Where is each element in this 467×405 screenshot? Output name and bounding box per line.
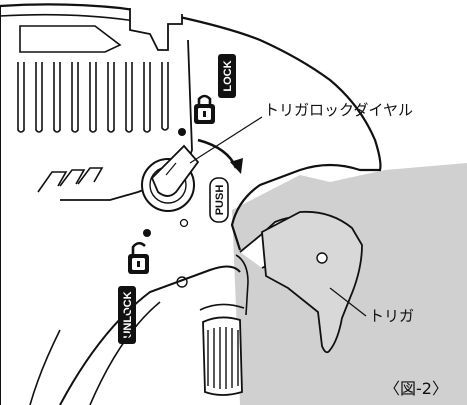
dial-callout-label: トリガロックダイヤル	[264, 101, 413, 119]
handle-body	[59, 265, 241, 405]
top-hook	[129, 8, 183, 51]
trigger	[261, 210, 363, 354]
top-rim	[0, 13, 151, 25]
handle-front-curve	[89, 301, 161, 405]
push-badge-text: PUSH	[214, 185, 226, 216]
lock-badge: LOCK	[218, 54, 236, 98]
unlock-badge: UNLOCK	[118, 286, 136, 344]
trigger-hole	[316, 252, 328, 264]
lock-position-dot	[178, 128, 186, 136]
padlock-open-icon	[128, 241, 149, 274]
trigger-lock-dial	[141, 144, 200, 212]
lower-vent-stubs	[37, 167, 104, 193]
figure-caption: 〈図-2〉	[384, 379, 448, 398]
trigger-callout-label: トリガ	[369, 307, 415, 325]
trigger-callout-leader	[329, 287, 367, 317]
vent-slots	[17, 62, 169, 133]
top-panel	[19, 25, 122, 53]
unlock-position-dot	[143, 229, 151, 237]
unlock-badge-text: UNLOCK	[122, 291, 134, 338]
handle-left-blade	[29, 329, 61, 405]
padlock-closed-icon	[194, 94, 215, 124]
dial-callout-leader	[189, 116, 263, 164]
curved-arrow-icon	[197, 138, 243, 174]
grip-ring	[199, 254, 249, 396]
lock-badge-text: LOCK	[222, 60, 234, 91]
push-badge: PUSH	[209, 177, 229, 223]
small-hole	[179, 218, 189, 228]
